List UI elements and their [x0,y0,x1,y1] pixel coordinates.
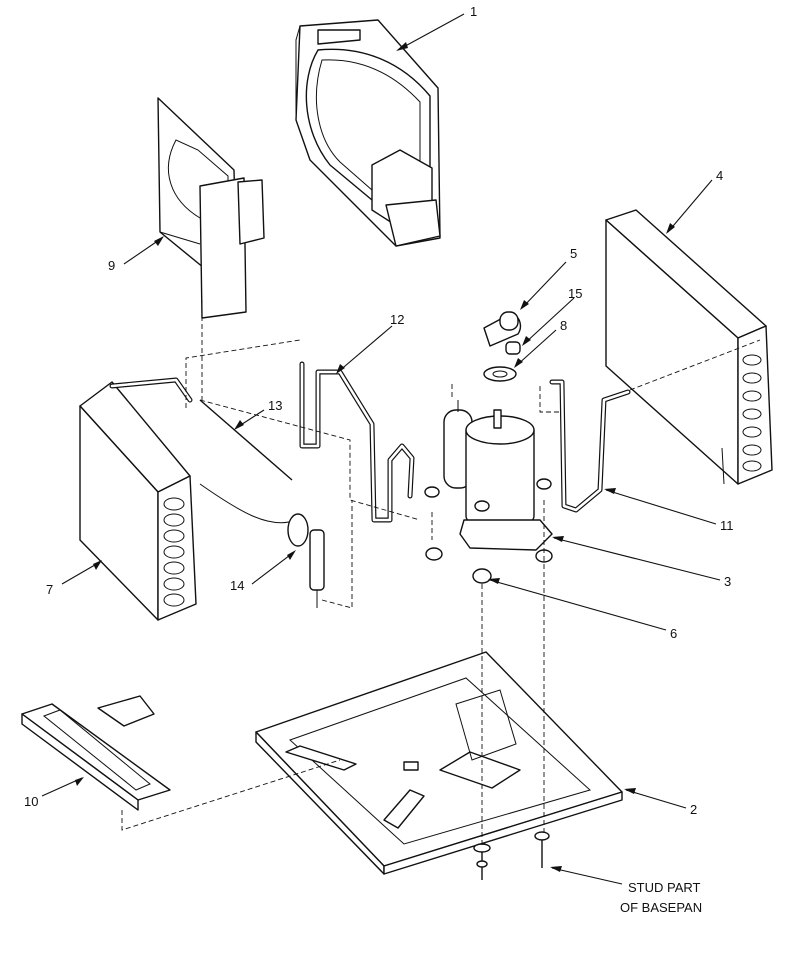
callout-5: 5 [570,246,577,261]
callout-14: 14 [230,578,244,593]
callout-6: 6 [670,626,677,641]
callout-15: 15 [568,286,582,301]
part-blower-panel [157,97,265,319]
callout-10: 10 [24,794,38,809]
part-condenser-coil [605,209,773,485]
callout-13: 13 [268,398,282,413]
part-overload-protector [505,341,521,355]
part-discharge-tube [549,379,631,513]
callout-2: 2 [690,802,697,817]
part-compressor [443,400,553,551]
callout-8: 8 [560,318,567,333]
part-fan-shroud [295,19,441,247]
leader-lines [41,13,721,885]
part-suction-tube [299,361,415,523]
callout-numbers: 1 4 5 15 8 12 13 9 7 14 11 3 6 2 10 [24,4,734,817]
part-drain-pan [21,695,171,811]
callout-11: 11 [720,518,734,533]
note-line-2: OF BASEPAN [620,900,702,915]
callout-4: 4 [716,168,723,183]
callout-3: 3 [724,574,731,589]
part-capillary-tube [199,399,293,481]
part-overload-cover [483,311,522,347]
callout-1: 1 [470,4,477,19]
callout-7: 7 [46,582,53,597]
part-basepan [255,651,623,875]
part-studs [473,831,550,880]
callout-9: 9 [108,258,115,273]
part-thermostat [199,483,325,608]
stud-note: STUD PART OF BASEPAN [620,880,702,915]
note-line-1: STUD PART [628,880,701,895]
alignment-lines [121,300,761,846]
part-grommets [424,478,553,584]
part-evaporator-coil [79,377,197,621]
part-gasket [483,366,517,382]
callout-12: 12 [390,312,404,327]
